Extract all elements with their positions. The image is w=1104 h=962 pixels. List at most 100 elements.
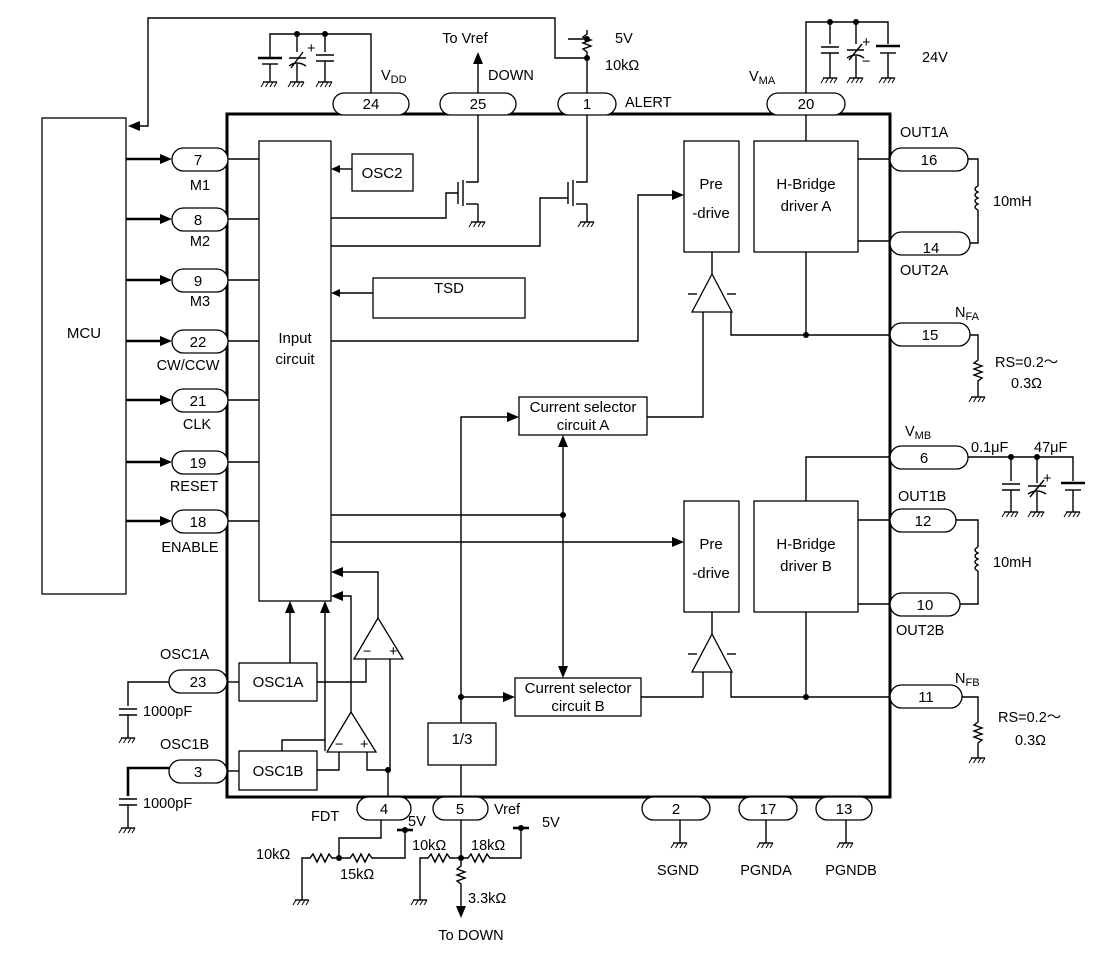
- svg-text:+: +: [307, 41, 315, 57]
- pin-label-down: DOWN: [488, 68, 534, 84]
- svg-text:Pre: Pre: [699, 176, 722, 193]
- label-vref-5v: 5V: [542, 815, 560, 831]
- label-fdt-15k: 15kΩ: [340, 867, 374, 883]
- input-circuit-label-1: Input: [278, 330, 312, 347]
- predrive-a-block: [683, 140, 740, 253]
- svg-text:Pre: Pre: [699, 536, 722, 553]
- label-rs-a-2: 0.3Ω: [1011, 376, 1042, 392]
- current-selector-b: [514, 677, 642, 717]
- svg-text:25: 25: [470, 96, 487, 113]
- label-24v: 24V: [922, 50, 948, 66]
- svg-text:8: 8: [194, 212, 202, 229]
- pin-label-vma: VMA: [749, 69, 776, 87]
- label-cap-osc1a: 1000pF: [143, 704, 192, 720]
- svg-text:18: 18: [190, 514, 207, 531]
- label-rs-a-1: RS=0.2～: [995, 355, 1058, 371]
- comparator-b: [690, 632, 734, 673]
- svg-text:24: 24: [363, 96, 380, 113]
- svg-text:19: 19: [190, 455, 207, 472]
- comparator-a: [690, 272, 734, 313]
- pin-label-enable: ENABLE: [161, 540, 219, 556]
- pin-4: [356, 796, 412, 821]
- osc2-block: [351, 153, 414, 192]
- pin-label-clk: CLK: [183, 417, 212, 433]
- label-to-vref: To Vref: [442, 31, 488, 47]
- svg-text:10: 10: [917, 597, 934, 614]
- pin-label-vdd: VDD: [381, 68, 407, 86]
- pin-label-osc1a: OSC1A: [160, 647, 209, 663]
- input-circuit-label-2: circuit: [275, 351, 315, 368]
- label-cap-01uf: 0.1μF: [971, 440, 1009, 456]
- pin-13: [815, 796, 873, 821]
- label-cap-osc1b: 1000pF: [143, 796, 192, 812]
- pin-label-out1a: OUT1A: [900, 125, 949, 141]
- label-coil-a: 10mH: [993, 194, 1032, 210]
- current-selector-a: [518, 396, 648, 436]
- svg-text:5: 5: [456, 801, 464, 818]
- svg-text:Current selector: Current selector: [525, 680, 632, 697]
- svg-text:H-Bridge: H-Bridge: [776, 176, 835, 193]
- pin-label-vmb: VMB: [905, 424, 931, 442]
- pin-label-out1b: OUT1B: [898, 489, 946, 505]
- svg-text:20: 20: [798, 96, 815, 113]
- svg-text:14: 14: [923, 240, 940, 257]
- pin-label-m2: M2: [190, 234, 210, 250]
- label-cap-47uf: 47μF: [1034, 440, 1067, 456]
- label-rs-b-2: 0.3Ω: [1015, 733, 1046, 749]
- svg-text:1: 1: [583, 96, 591, 113]
- svg-text:-drive: -drive: [692, 565, 730, 582]
- svg-text:7: 7: [194, 152, 202, 169]
- pin-label-vref: Vref: [494, 802, 521, 818]
- pin-label-sgnd: SGND: [657, 863, 699, 879]
- svg-text:-drive: -drive: [692, 205, 730, 222]
- svg-text:21: 21: [190, 393, 207, 410]
- tsd-label: TSD: [434, 280, 464, 297]
- pin-label-pgnda: PGNDA: [740, 863, 792, 879]
- label-rs-b-1: RS=0.2～: [998, 710, 1061, 726]
- svg-text:13: 13: [836, 801, 853, 818]
- svg-text:+: +: [360, 737, 368, 753]
- svg-text:−: −: [363, 644, 371, 660]
- tsd-block: [372, 277, 526, 319]
- predrive-b-block: [683, 500, 740, 613]
- svg-text:OSC1A: OSC1A: [253, 674, 304, 691]
- pin-label-m1: M1: [190, 178, 210, 194]
- pin-label-out2b: OUT2B: [896, 623, 944, 639]
- label-coil-b: 10mH: [993, 555, 1032, 571]
- pin-label-nfa: NFA: [955, 305, 980, 323]
- label-vref-10k: 10kΩ: [412, 838, 446, 854]
- svg-text:9: 9: [194, 273, 202, 290]
- svg-text:22: 22: [190, 334, 207, 351]
- label-fdt-5v: 5V: [408, 814, 426, 830]
- hbridge-b-block: [753, 500, 859, 613]
- divider-block: [427, 722, 497, 766]
- svg-text:Current selector: Current selector: [530, 399, 637, 416]
- svg-text:11: 11: [918, 689, 934, 706]
- svg-text:6: 6: [920, 450, 928, 467]
- label-vref-18k: 18kΩ: [471, 838, 505, 854]
- svg-text:driver B: driver B: [780, 558, 832, 575]
- label-alert-5v: 5V: [615, 31, 633, 47]
- svg-text:OSC1B: OSC1B: [253, 763, 304, 780]
- pin-label-cw-ccw: CW/CCW: [157, 358, 220, 374]
- pin-label-out2a: OUT2A: [900, 263, 949, 279]
- pin-label-reset: RESET: [170, 479, 218, 495]
- mcu-label: MCU: [67, 325, 101, 342]
- svg-text:driver A: driver A: [781, 198, 832, 215]
- svg-text:17: 17: [760, 801, 777, 818]
- svg-text:−: −: [862, 54, 870, 70]
- pin-label-fdt: FDT: [311, 809, 339, 825]
- mcu-block: [41, 117, 127, 595]
- svg-text:12: 12: [915, 513, 932, 530]
- svg-text:23: 23: [190, 674, 207, 691]
- svg-text:+: +: [389, 644, 397, 660]
- pin-6: [889, 445, 969, 470]
- input-circuit-block: [258, 140, 332, 602]
- svg-text:circuit B: circuit B: [551, 698, 604, 715]
- pin-label-nfb: NFB: [955, 671, 980, 689]
- label-to-down: To DOWN: [438, 928, 503, 944]
- svg-text:15: 15: [922, 327, 939, 344]
- hbridge-a-block: [753, 140, 859, 253]
- osc2-label: OSC2: [362, 165, 403, 182]
